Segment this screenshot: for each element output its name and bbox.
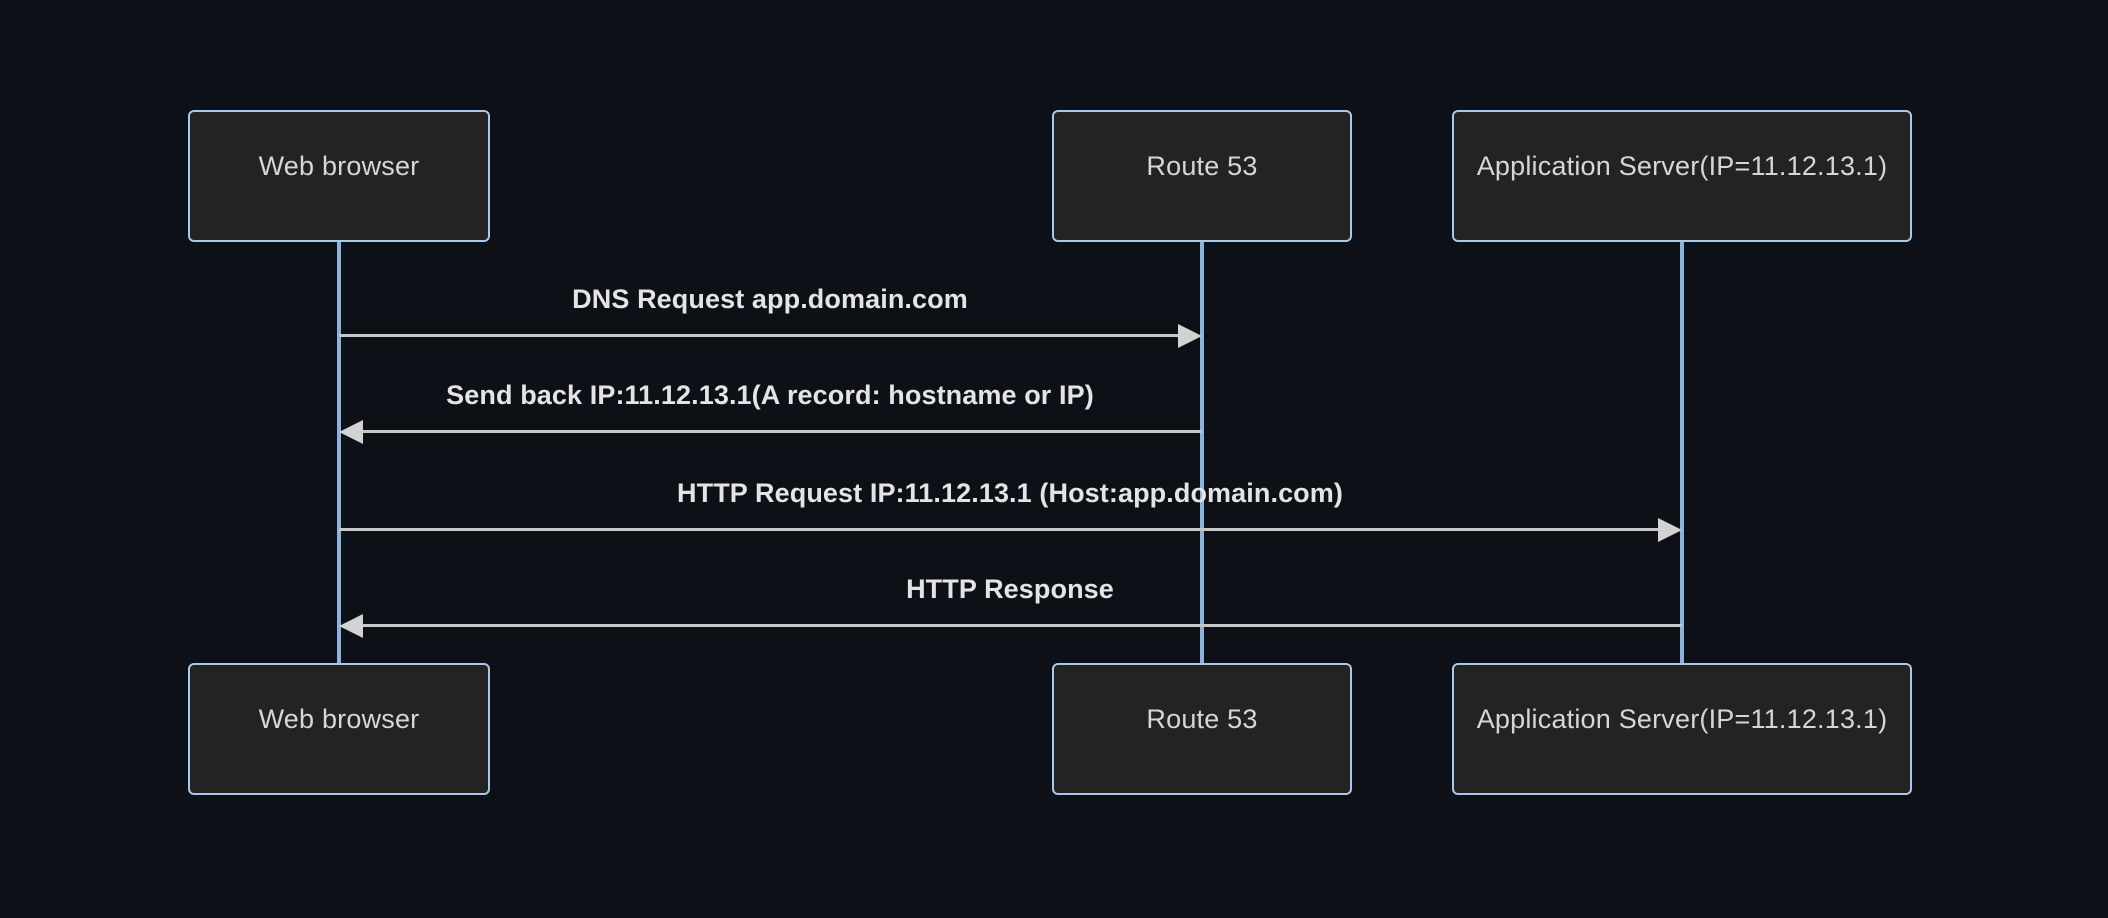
message-line-http-request [339, 528, 1660, 531]
participant-box-web-browser-bottom[interactable]: Web browser [188, 663, 490, 795]
participant-label-route-53-bottom: Route 53 [1146, 703, 1258, 734]
participant-label-application-server-bottom: Application Server(IP=11.12.13.1) [1476, 703, 1888, 734]
participant-label-web-browser-bottom: Web browser [258, 703, 420, 734]
message-line-http-response [361, 624, 1682, 627]
participant-box-application-server-bottom[interactable]: Application Server(IP=11.12.13.1) [1452, 663, 1912, 795]
message-line-dns-response [361, 430, 1202, 433]
arrowhead-right-http-request [1658, 518, 1682, 542]
message-label-dns-request: DNS Request app.domain.com [572, 284, 968, 314]
participant-box-application-server-top[interactable]: Application Server(IP=11.12.13.1) [1452, 110, 1912, 242]
lifeline-web-browser [337, 240, 341, 670]
participant-label-application-server-top: Application Server(IP=11.12.13.1) [1476, 150, 1888, 181]
arrowhead-left-http-response [339, 614, 363, 638]
message-label-http-response: HTTP Response [906, 574, 1114, 604]
message-label-dns-response: Send back IP:11.12.13.1(A record: hostna… [446, 380, 1094, 410]
participant-label-web-browser-top: Web browser [258, 150, 420, 181]
message-label-http-request: HTTP Request IP:11.12.13.1 (Host:app.dom… [677, 478, 1343, 508]
participant-box-route-53-bottom[interactable]: Route 53 [1052, 663, 1352, 795]
message-line-dns-request [339, 334, 1180, 337]
arrowhead-right-dns-request [1178, 324, 1202, 348]
lifeline-application-server [1680, 240, 1684, 670]
participant-box-web-browser-top[interactable]: Web browser [188, 110, 490, 242]
participant-box-route-53-top[interactable]: Route 53 [1052, 110, 1352, 242]
participant-label-route-53-top: Route 53 [1146, 150, 1258, 181]
arrowhead-left-dns-response [339, 420, 363, 444]
lifeline-route-53 [1200, 240, 1204, 670]
